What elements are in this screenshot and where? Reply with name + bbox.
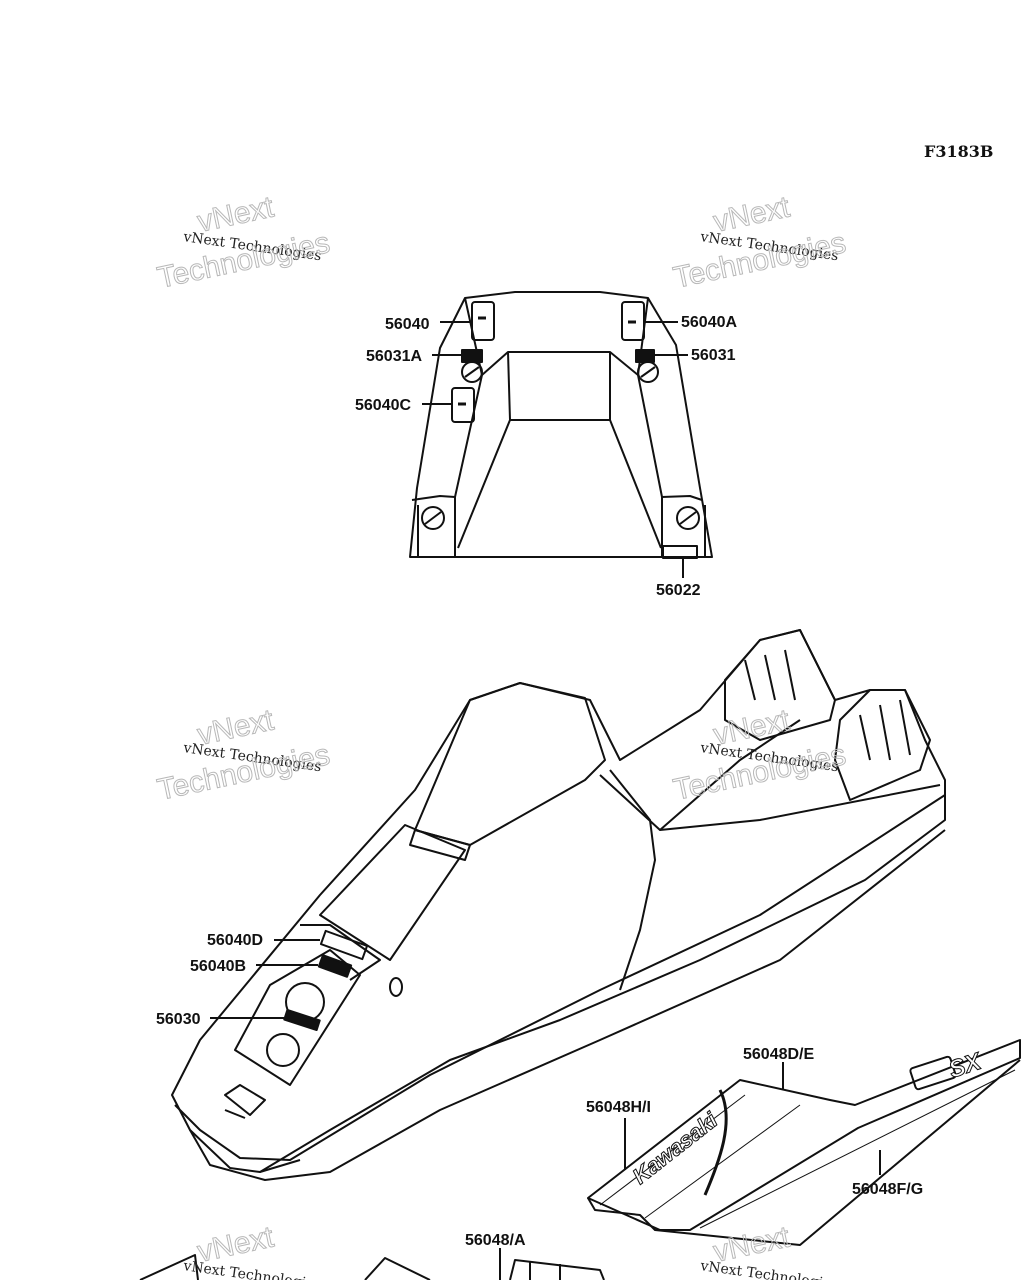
drain-plugs	[421, 349, 700, 530]
label-56048fg: 56048F/G	[852, 1181, 923, 1198]
rear-deck-cover	[409, 291, 713, 558]
label-56040c: 56040C	[355, 397, 411, 414]
svg-text:vNext Technologies: vNext Technologies	[181, 1258, 322, 1280]
partial-decal-mid	[364, 1257, 431, 1280]
label-56040b: 56040B	[190, 958, 246, 975]
watermark-mid-right: vNext vNext Technologies Technologies	[670, 703, 849, 807]
label-56048de: 56048D/E	[743, 1046, 814, 1063]
figure-code: F3183B	[924, 142, 994, 161]
partial-decal-left	[139, 1254, 199, 1280]
decal-brand-text: Kawasaki	[628, 1107, 723, 1189]
decal-56040	[471, 301, 495, 341]
decal-model-text: SX	[946, 1048, 987, 1084]
side-stripe-decal	[587, 1039, 1021, 1246]
decal-56030	[283, 1008, 321, 1032]
watermark-bottom-left: vNext vNext Technologies	[181, 1220, 322, 1280]
label-56031a: 56031A	[366, 348, 422, 365]
label-56040a: 56040A	[681, 314, 737, 331]
label-56022: 56022	[656, 582, 701, 599]
label-56030: 56030	[156, 1011, 201, 1028]
label-56048a: 56048/A	[465, 1232, 526, 1249]
decal-56040d	[319, 929, 369, 961]
label-56040d: 56040D	[207, 932, 263, 949]
front-hatch-lower	[266, 1033, 300, 1067]
watermark-top-right: vNext vNext Technologies Technologies	[670, 190, 849, 295]
watercraft-hull	[171, 629, 946, 1181]
label-56031: 56031	[691, 347, 736, 364]
watermark-top-left: vNext vNext Technologies Technologies	[154, 190, 333, 295]
label-56040: 56040	[385, 316, 430, 333]
svg-text:vNext Technologies: vNext Technologies	[698, 1258, 839, 1280]
decal-56040b	[317, 954, 353, 978]
label-56048hi: 56048H/I	[586, 1099, 651, 1116]
deck-decals	[451, 301, 698, 559]
partial-decal-56048a	[509, 1259, 605, 1280]
decal-56022	[662, 545, 698, 559]
watermark-mid-left: vNext vNext Technologies Technologies	[154, 703, 333, 807]
